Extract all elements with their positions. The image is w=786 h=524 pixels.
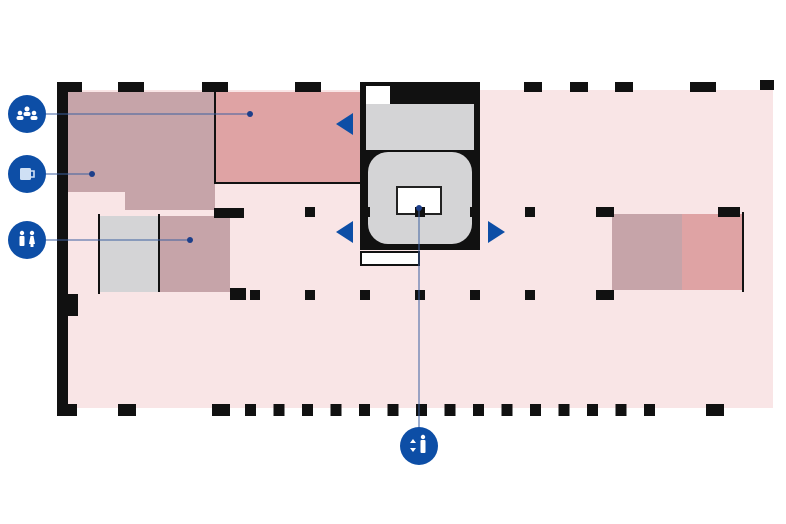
column: [305, 290, 315, 300]
restroom-icon[interactable]: [8, 221, 46, 259]
wall-block: [273, 404, 285, 416]
column: [470, 207, 480, 217]
wall-block: [615, 404, 627, 416]
wall-block: [387, 404, 399, 416]
column: [415, 290, 425, 300]
wall-block: [330, 404, 342, 416]
coffee-mug-icon[interactable]: [8, 155, 46, 193]
column: [415, 207, 425, 217]
wall-block: [359, 404, 370, 416]
wall-block: [473, 404, 484, 416]
arrow-left-icon: [336, 113, 353, 135]
wall-block: [501, 404, 513, 416]
right-room-a: [612, 214, 682, 290]
right-room-b: [682, 214, 742, 290]
restroom-grey: [100, 216, 160, 292]
column: [360, 207, 370, 217]
wall-block: [416, 404, 427, 416]
arrow-right-icon: [488, 221, 505, 243]
marker-dot-restroom: [187, 237, 193, 243]
column: [360, 290, 370, 300]
marker-dot-elevator: [416, 205, 422, 211]
wall-block: [644, 404, 655, 416]
arrow-left-icon: [336, 221, 353, 243]
wall-block: [245, 404, 256, 416]
marker-dot-meeting: [247, 111, 253, 117]
wall-block: [302, 404, 313, 416]
column: [525, 207, 535, 217]
column: [525, 290, 535, 300]
column: [470, 290, 480, 300]
columns: [250, 207, 535, 300]
elevator-icon[interactable]: [400, 427, 438, 465]
wall-block: [587, 404, 598, 416]
restrooms[interactable]: [160, 216, 230, 292]
wall-block: [444, 404, 456, 416]
meeting-people-icon[interactable]: [8, 95, 46, 133]
wall-block: [558, 404, 570, 416]
wall-block: [530, 404, 541, 416]
column: [305, 207, 315, 217]
column: [250, 290, 260, 300]
bottom-wall: [245, 404, 655, 416]
office-room[interactable]: [216, 92, 360, 183]
leader-lines: [46, 113, 420, 428]
meeting-room[interactable]: [68, 92, 215, 192]
marker-dot-kitchen: [89, 171, 95, 177]
shaft: [366, 86, 390, 104]
walls: [57, 80, 774, 416]
meeting-room-lower: [125, 190, 215, 210]
core-lobby: [366, 104, 474, 150]
core-closet: [360, 251, 420, 266]
